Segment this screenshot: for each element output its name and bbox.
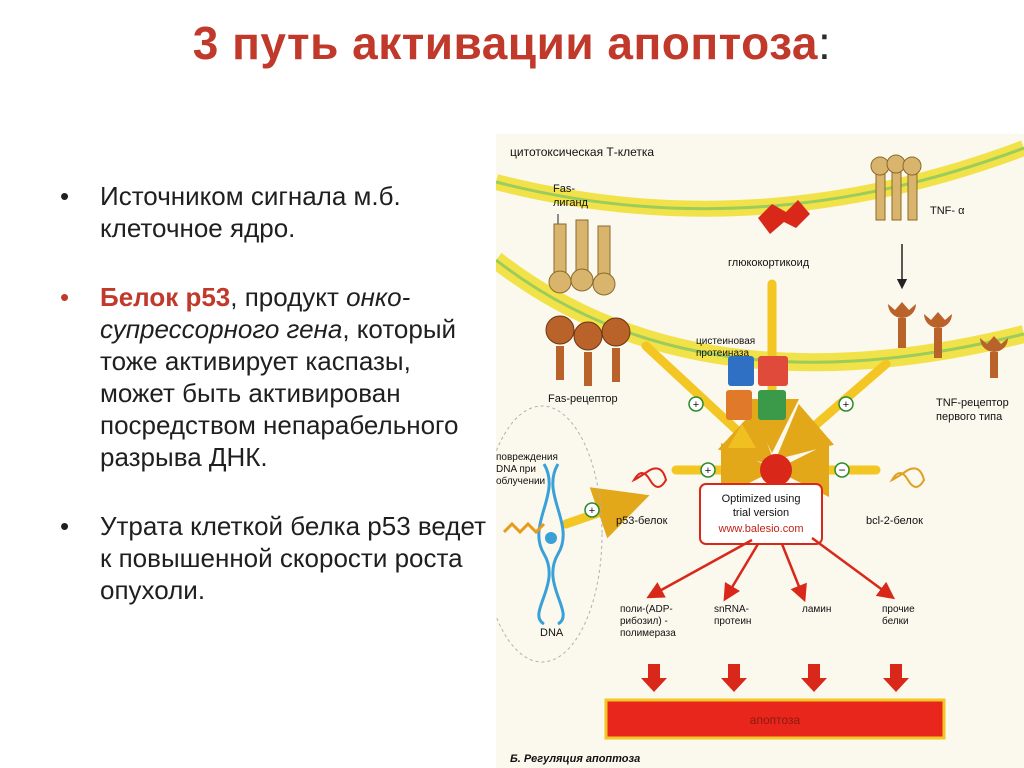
- bullet-dot-icon: •: [60, 282, 70, 312]
- tnf-receptor-icon: [888, 302, 1008, 378]
- plus-sign-icon: +: [589, 505, 595, 517]
- target-label: белки: [882, 615, 909, 627]
- dna-label: DNA: [540, 627, 564, 639]
- bullet-bold-term: Белок р53: [100, 282, 231, 312]
- t-cell-membrane: [496, 140, 1024, 217]
- bullet-text: Источником сигнала м.б. клеточное ядро.: [100, 181, 401, 243]
- watermark-box: Optimized using trial version www.balesi…: [699, 483, 823, 545]
- bullet-list: • Источником сигнала м.б. клеточное ядро…: [60, 180, 490, 643]
- dna-damage-label: облучении: [496, 475, 545, 487]
- target-label: поли-(ADP-: [620, 604, 673, 615]
- dna-damage-label: повреждения: [496, 452, 558, 463]
- plus-sign-icon: +: [705, 465, 711, 477]
- dna-region-outline: [496, 405, 603, 663]
- bullet-item-signal-source: • Источником сигнала м.б. клеточное ядро…: [60, 180, 490, 244]
- watermark-text: trial version: [733, 507, 789, 519]
- slide-title-text: 3 путь активации апоптоза: [192, 17, 818, 69]
- target-label: полимераза: [620, 628, 676, 639]
- fas-ligand-label: лиганд: [553, 197, 589, 209]
- p53-label: p53-белок: [616, 515, 668, 527]
- caspase-label: протеиназа: [696, 348, 749, 359]
- bullet-item-p53: • Белок р53, продукт онко-супрессорного …: [60, 281, 490, 473]
- fas-receptor-label: Fas-рецептор: [548, 393, 618, 405]
- apoptosis-label: апоптоза: [750, 713, 801, 727]
- bullet-dot-icon: •: [60, 511, 70, 541]
- watermark-url: www.balesio.com: [718, 523, 804, 535]
- target-label: протеин: [714, 616, 751, 627]
- plus-sign-icon: +: [693, 399, 699, 411]
- apoptosis-regulation-figure: цитотоксическая Т-клетка Fas- лиганд Fas…: [496, 134, 1024, 768]
- tnf-label: TNF- α: [930, 205, 965, 217]
- caspase-label: цистеиновая: [696, 336, 755, 347]
- caspase-node: [726, 356, 792, 486]
- bcl2-label: bcl-2-белок: [866, 515, 923, 527]
- p53-protein-icon: [631, 467, 668, 488]
- apoptosis-bar: [604, 698, 946, 740]
- bullet-text-part: , который тоже активирует каспазы, может…: [100, 314, 459, 472]
- target-label: snRNA-: [714, 604, 749, 615]
- tnf-receptor-label: первого типа: [936, 411, 1003, 423]
- bullet-text-part: , продукт: [230, 282, 347, 312]
- target-label: рибозил) -: [620, 615, 668, 627]
- bullet-text: Утрата клеткой белка р53 ведет к повышен…: [100, 511, 486, 605]
- cleavage-arrows: [646, 536, 896, 603]
- fas-ligand-receptor-icon: [545, 214, 631, 386]
- watermark-text: Optimized using: [722, 493, 801, 505]
- tnf-receptor-label: TNF-рецептор: [936, 397, 1009, 409]
- bullet-item-p53-loss: • Утрата клеткой белка р53 ведет к повыш…: [60, 510, 490, 606]
- slide-title-colon: :: [817, 17, 832, 69]
- glucocorticoid-molecule-icon: [758, 200, 810, 234]
- tnf-trimer-icon: [870, 154, 922, 221]
- minus-sign-icon: −: [838, 463, 845, 477]
- slide-title: 3 путь активации апоптоза:: [0, 16, 1024, 70]
- bullet-dot-icon: •: [60, 181, 70, 211]
- glucocorticoid-label: глюкокортикоид: [728, 257, 810, 269]
- radiation-zigzag-icon: [502, 521, 546, 535]
- fas-ligand-label: Fas-: [553, 183, 575, 195]
- target-label: прочие: [882, 604, 915, 615]
- dna-helix-icon: [537, 463, 565, 626]
- bcl2-protein-icon: [889, 467, 926, 488]
- dna-damage-label: DNA при: [496, 464, 536, 475]
- target-label: ламин: [802, 604, 831, 615]
- apoptosis-arrows: [641, 664, 909, 692]
- regulation-signs: + + + + −: [584, 396, 854, 518]
- plus-sign-icon: +: [843, 399, 849, 411]
- figure-caption: Б. Регуляция апоптоза: [510, 753, 640, 765]
- apoptosis-diagram: цитотоксическая Т-клетка Fas- лиганд Fas…: [496, 140, 1024, 765]
- bullet-italic-term: онко-супрессорного гена: [100, 282, 411, 344]
- t-cell-label: цитотоксическая Т-клетка: [510, 145, 654, 159]
